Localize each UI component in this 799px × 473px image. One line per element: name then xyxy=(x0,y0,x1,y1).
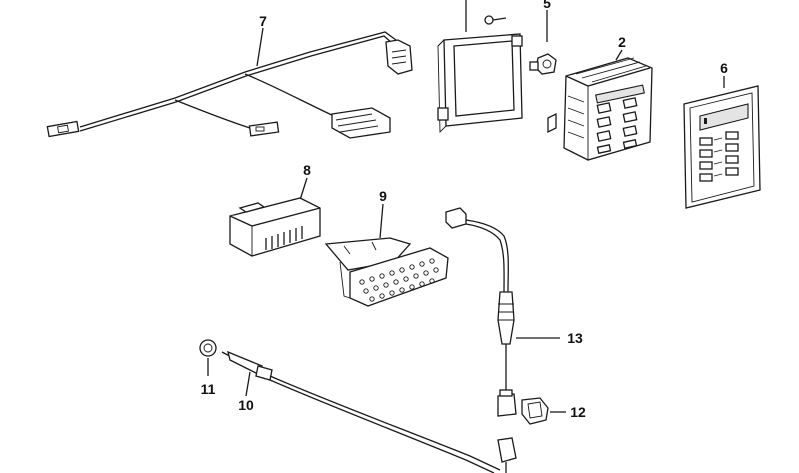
relay-module-part-8 xyxy=(229,177,321,257)
callout-5: 5 xyxy=(543,0,551,11)
grommet-part-11 xyxy=(199,339,217,376)
grille-holes xyxy=(359,258,439,302)
callout-12: 12 xyxy=(570,404,586,420)
mounting-frame-part-1 xyxy=(437,0,523,134)
callout-2: 2 xyxy=(618,34,626,50)
clip-part-12 xyxy=(521,397,566,425)
wiring-harness-part-7 xyxy=(46,27,413,139)
control-unit-part-2 xyxy=(547,49,653,161)
callout-7: 7 xyxy=(259,13,267,29)
sensor-cable-part-13 xyxy=(445,207,560,417)
lamp-socket-part-5 xyxy=(529,10,557,75)
speaker-grille-part-9 xyxy=(324,203,449,307)
display-panel-part-6 xyxy=(683,76,761,209)
callout-8: 8 xyxy=(303,162,311,178)
callout-11: 11 xyxy=(201,381,216,397)
antenna-cable-part-10 xyxy=(221,350,517,473)
callout-10: 10 xyxy=(238,397,254,413)
callout-9: 9 xyxy=(379,188,387,204)
callout-6: 6 xyxy=(720,60,728,76)
callout-13: 13 xyxy=(567,330,583,346)
